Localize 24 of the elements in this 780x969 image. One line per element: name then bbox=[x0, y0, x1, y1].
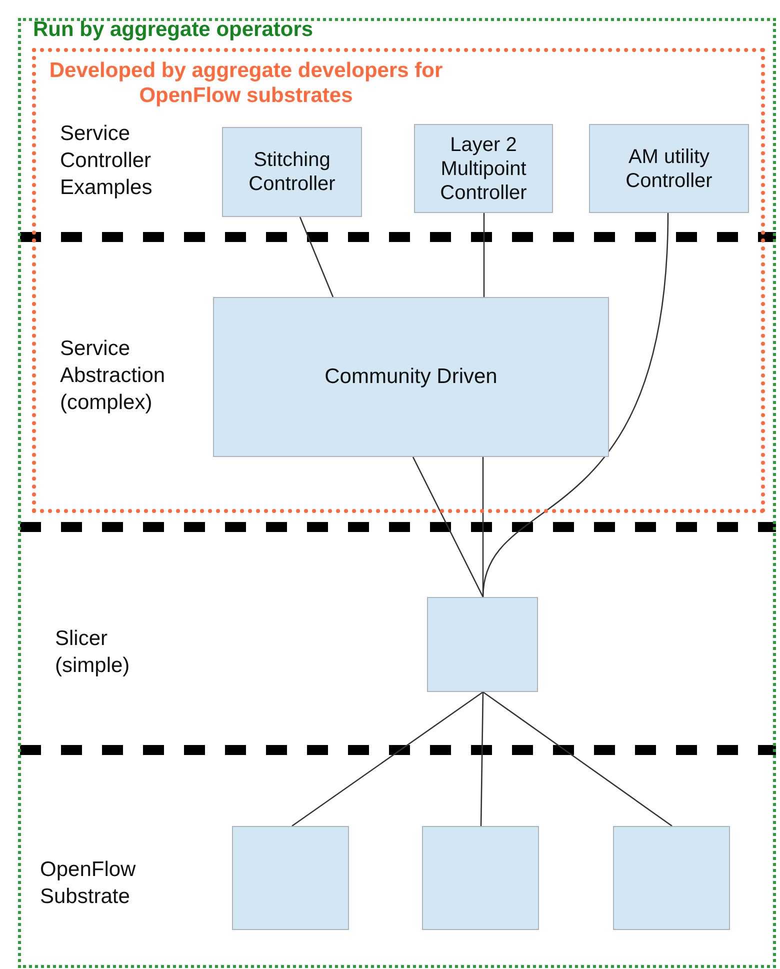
developer-boundary bbox=[32, 48, 765, 513]
empty-box bbox=[427, 597, 538, 692]
component-box: Layer 2 Multipoint Controller bbox=[414, 124, 553, 213]
operator-boundary bbox=[18, 18, 776, 968]
empty-box bbox=[422, 826, 539, 930]
connector-line bbox=[299, 216, 334, 298]
connector-line bbox=[483, 213, 485, 297]
connector-line bbox=[482, 457, 484, 597]
component-box: Stitching Controller bbox=[222, 127, 362, 217]
boundary-title: Run by aggregate operators bbox=[33, 17, 314, 42]
component-box: AM utility Controller bbox=[589, 124, 749, 213]
connector-line bbox=[482, 212, 669, 598]
empty-box bbox=[613, 826, 730, 930]
layer-label: Slicer (simple) bbox=[55, 626, 131, 679]
connector-line bbox=[292, 691, 484, 827]
connector-line bbox=[480, 692, 484, 826]
boundary-title: Developed by aggregate developers for OpenFlow substrates bbox=[48, 58, 444, 108]
layer-label: Service Abstraction (complex) bbox=[60, 336, 166, 416]
connector-line bbox=[482, 691, 672, 827]
layer-label: Service Controller Examples bbox=[60, 121, 154, 201]
empty-box bbox=[232, 826, 349, 930]
connector-line bbox=[412, 456, 484, 598]
layer-label: OpenFlow Substrate bbox=[40, 857, 137, 910]
component-box: Community Driven bbox=[213, 297, 609, 457]
